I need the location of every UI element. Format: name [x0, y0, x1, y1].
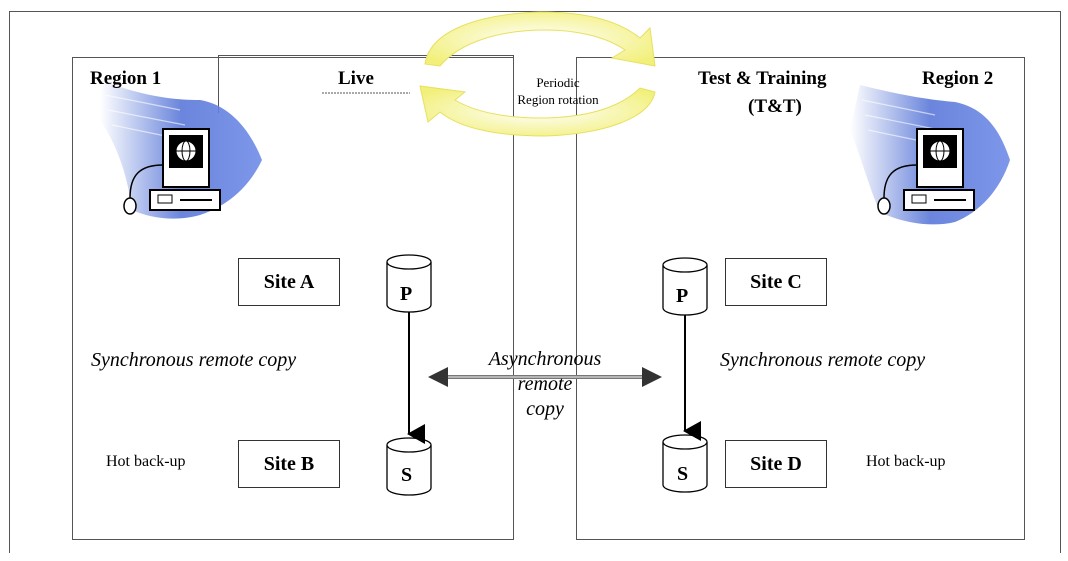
region-1-box: [72, 57, 514, 540]
region-2-label: Region 2: [922, 68, 994, 89]
sync-copy-right-label: Synchronous remote copy: [720, 349, 926, 371]
disk-p-left-icon: [386, 254, 432, 313]
rotation-arrows-icon: [419, 11, 656, 137]
rotation-label: Periodic Region rotation: [488, 74, 628, 108]
live-label: Live: [338, 68, 374, 89]
live-tab-box: [218, 55, 514, 113]
disk-s-left-label: S: [401, 464, 413, 486]
computer-icon-right: [850, 85, 1010, 225]
site-b-box: Site B: [238, 440, 340, 488]
computer-icon-left: [100, 80, 262, 219]
rotation-label-line1: Periodic: [536, 75, 580, 90]
async-copy-label: Asynchronous remote copy: [455, 347, 635, 422]
async-copy-line3: copy: [526, 398, 564, 420]
hot-backup-left-label: Hot back-up: [106, 453, 186, 470]
sync-copy-left-label: Synchronous remote copy: [91, 349, 297, 371]
rotation-label-line2: Region rotation: [517, 92, 599, 107]
disk-p-left-label: P: [400, 283, 413, 305]
site-c-box: Site C: [725, 258, 827, 306]
site-d-box: Site D: [725, 440, 827, 488]
region-1-label: Region 1: [90, 68, 162, 89]
async-copy-line2: remote: [517, 373, 573, 395]
async-copy-arrow: [428, 367, 662, 387]
test-training-label: Test & Training: [698, 68, 827, 89]
disk-p-right-icon: [662, 257, 708, 316]
disk-s-right-label: S: [677, 463, 689, 485]
test-training-abbr: (T&T): [748, 96, 802, 117]
disk-s-left-icon: [386, 437, 432, 496]
region-2-box: [576, 57, 1025, 540]
diagram-frame: [9, 11, 1061, 553]
hot-backup-right-label: Hot back-up: [866, 453, 946, 470]
async-copy-line1: Asynchronous: [488, 348, 602, 370]
site-a-box: Site A: [238, 258, 340, 306]
disk-p-right-label: P: [676, 285, 689, 307]
